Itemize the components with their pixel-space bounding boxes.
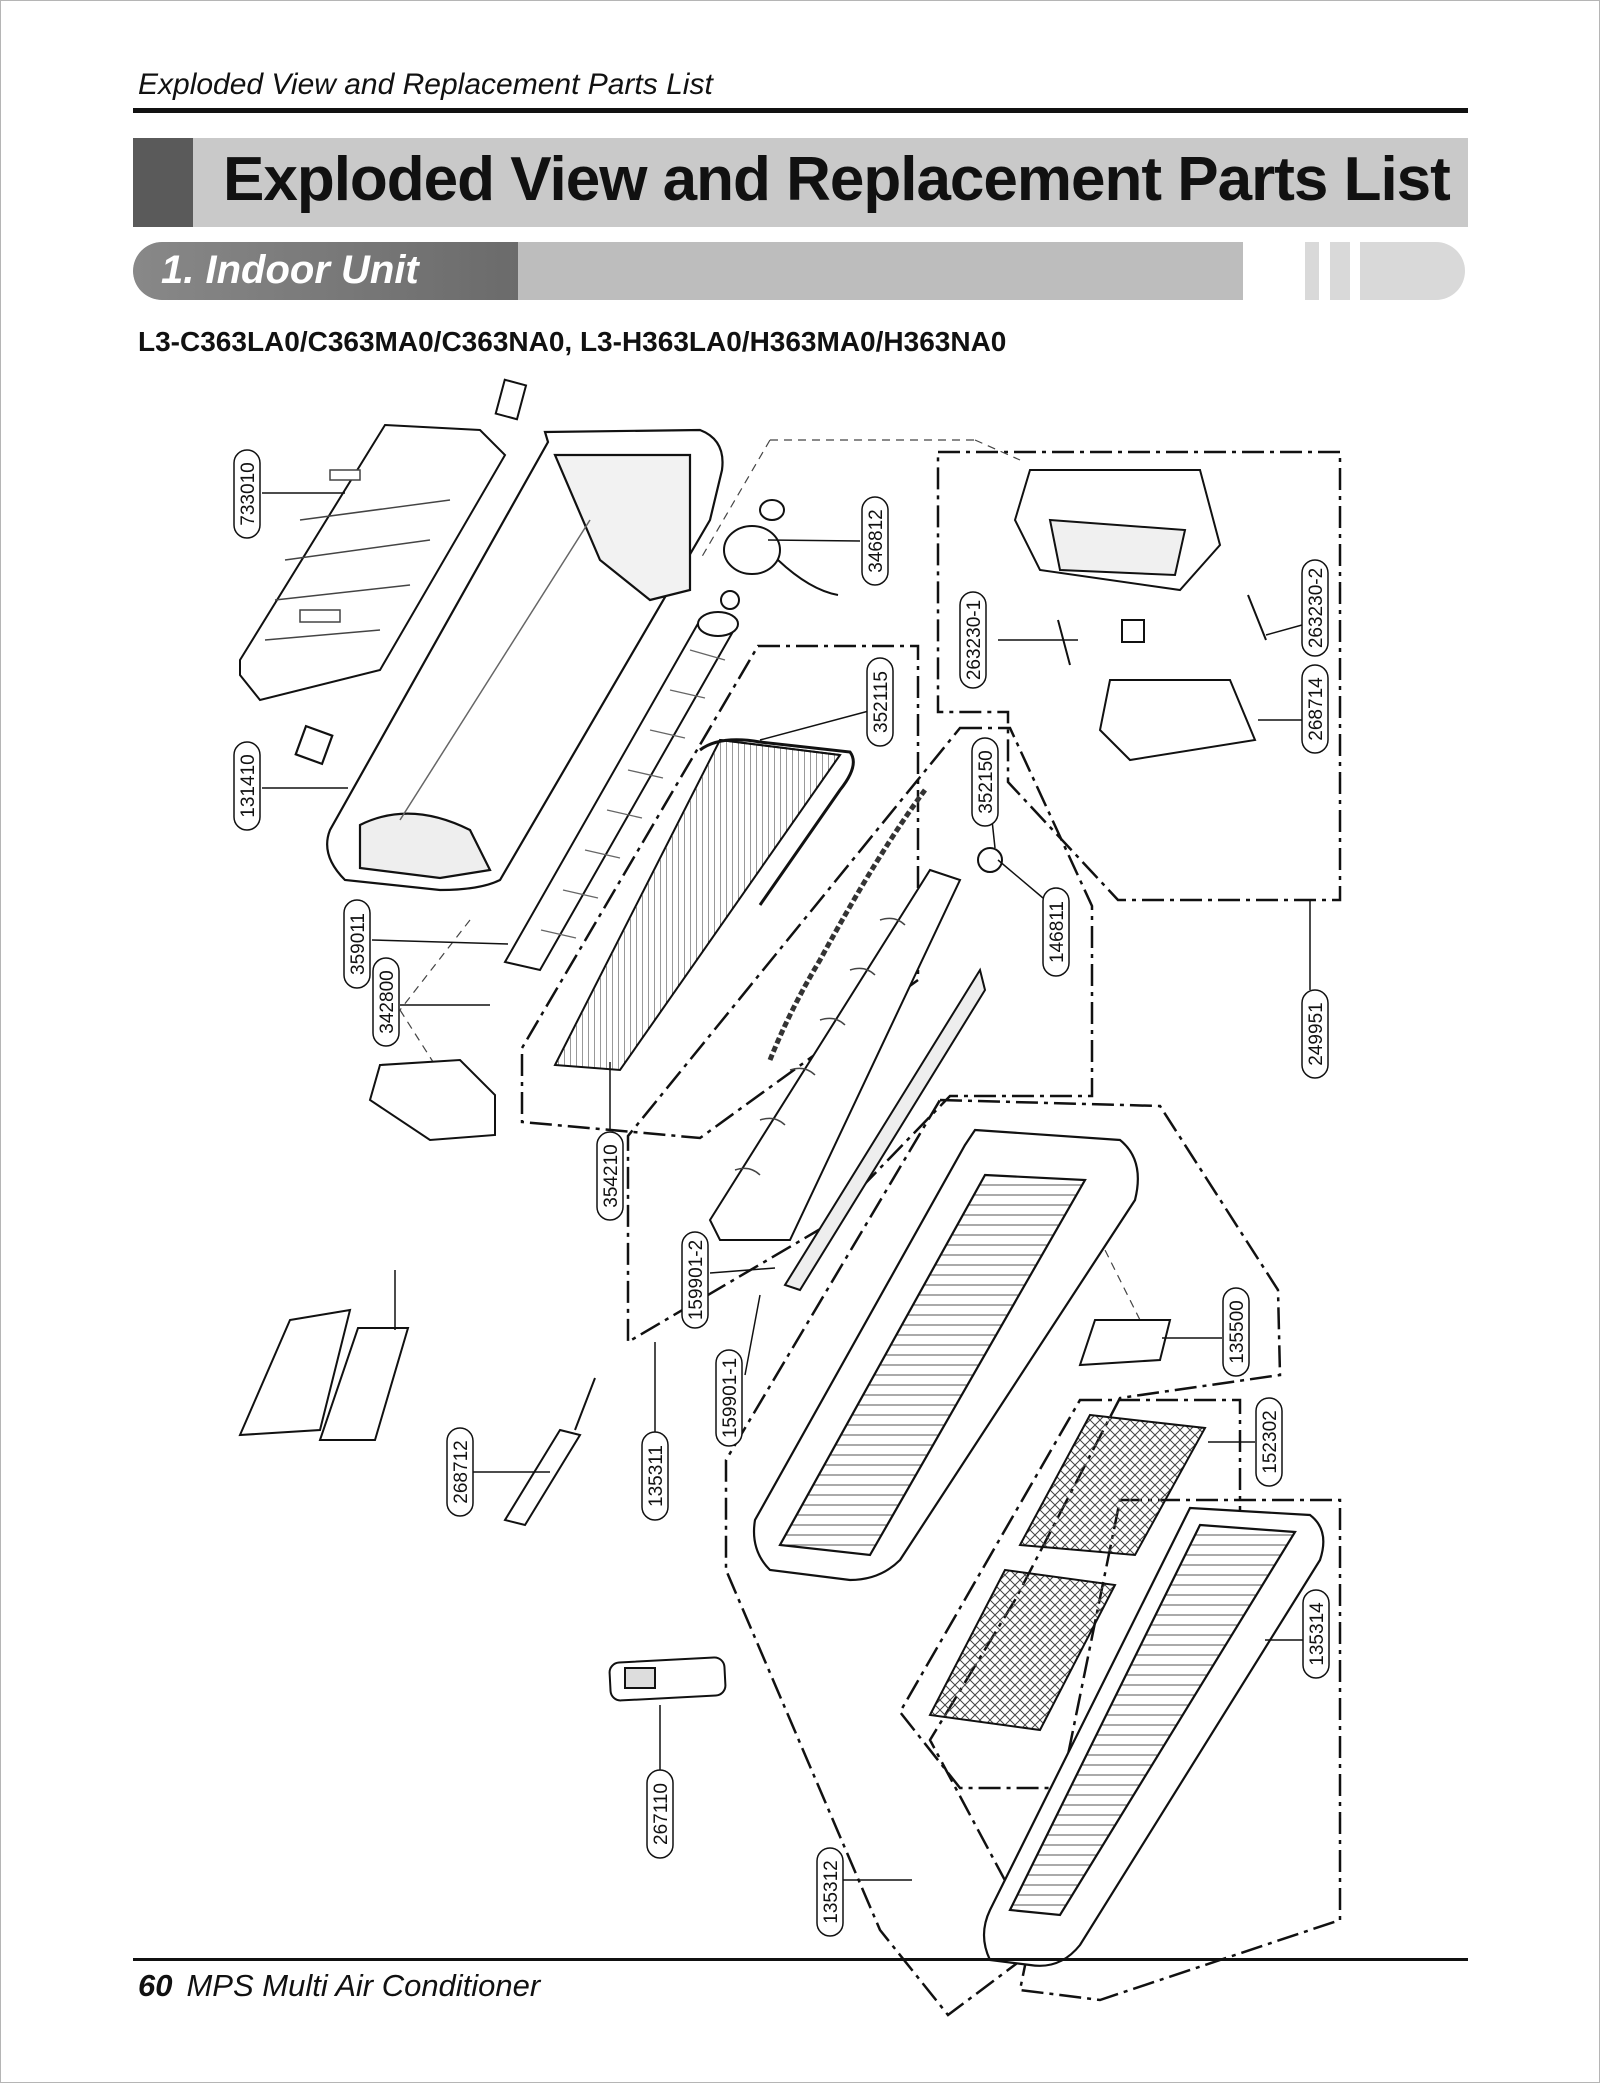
part-label-346812: 346812 [866, 509, 887, 572]
evaporator [553, 738, 855, 1072]
callout-oval-352115 [866, 657, 894, 747]
callout-oval-354210 [596, 1131, 624, 1221]
header-rule [133, 108, 1468, 113]
footer-rule [133, 1958, 1468, 1961]
callout-oval-159901-1 [715, 1349, 743, 1447]
callout-oval-267110 [646, 1769, 674, 1859]
title-tab [133, 138, 193, 227]
callout-oval-346812 [861, 496, 889, 586]
part-label-352115: 352115 [871, 671, 892, 733]
part-label-267110: 267110 [651, 1783, 672, 1845]
footer-text: MPS Multi Air Conditioner [186, 1968, 541, 2003]
page-title: Exploded View and Replacement Parts List [223, 145, 1451, 214]
part-label-268712: 268712 [451, 1440, 472, 1503]
group-outline-evaporator [520, 644, 920, 1140]
section-heading-accent [133, 242, 518, 300]
part-label-131410: 131410 [238, 754, 259, 817]
part-label-263230-1: 263230-1 [964, 600, 985, 680]
fan-motor [720, 499, 839, 610]
section-heading-label: 1. Indoor Unit [161, 248, 419, 292]
drain-pan [708, 788, 1003, 1292]
filter-holder [1078, 1319, 1172, 1367]
callout-oval-263230-1 [959, 591, 987, 689]
callout-oval-146811 [1042, 887, 1070, 977]
callout-oval-352150 [971, 737, 999, 827]
air-filter-upper [1018, 1413, 1207, 1557]
group-outline-filters [898, 1398, 1242, 1790]
callout-oval-359011 [343, 899, 371, 989]
air-guide-left [238, 1308, 410, 1441]
display-pcb [503, 1377, 596, 1527]
front-grille [982, 1506, 1325, 1967]
callout-oval-263230-2 [1301, 559, 1329, 657]
callout-oval-152302 [1255, 1397, 1283, 1487]
callout-oval-131410 [233, 741, 261, 831]
decor-bar-2 [1330, 242, 1350, 300]
part-label-352150: 352150 [976, 750, 997, 813]
callout-oval-268714 [1301, 664, 1329, 754]
group-outline-front-chassis [724, 1098, 1282, 2017]
control-box [1013, 469, 1267, 762]
callout-oval-159901-2 [681, 1231, 709, 1329]
title-bar: Exploded View and Replacement Parts List [133, 138, 1468, 227]
callout-oval-268712 [446, 1427, 474, 1517]
part-label-342800: 342800 [377, 970, 398, 1033]
section-heading: 1. Indoor Unit [133, 242, 1243, 300]
page-footer: 60 MPS Multi Air Conditioner [138, 1968, 540, 2004]
part-label-733010: 733010 [238, 462, 259, 525]
remote-controller [608, 1656, 727, 1702]
part-label-354210: 354210 [601, 1144, 622, 1207]
part-label-359011: 359011 [348, 913, 369, 975]
callout-oval-135314 [1302, 1589, 1330, 1679]
running-head: Exploded View and Replacement Parts List [138, 68, 713, 101]
part-label-135314: 135314 [1307, 1602, 1328, 1666]
part-label-159901-1: 159901-1 [720, 1358, 741, 1438]
callout-oval-249951 [1301, 989, 1329, 1079]
part-label-152302: 152302 [1260, 1410, 1281, 1473]
chassis [294, 428, 724, 892]
side-cover [368, 1058, 496, 1142]
part-label-268714: 268714 [1306, 677, 1327, 741]
callout-oval-342800 [372, 957, 400, 1047]
part-label-249951: 249951 [1306, 1002, 1327, 1065]
group-outline-drain-pan [626, 726, 1094, 1345]
part-label-135311: 135311 [646, 1445, 667, 1507]
model-numbers: L3-C363LA0/C363MA0/C363NA0, L3-H363LA0/H… [138, 326, 1007, 357]
page-number: 60 [138, 1968, 173, 2003]
part-label-159901-2: 159901-2 [686, 1240, 707, 1320]
group-outline-control-box [936, 450, 1342, 902]
callout-oval-135312 [816, 1847, 844, 1937]
installation-plate [239, 378, 528, 702]
cross-flow-fan [503, 611, 739, 972]
part-label-146811: 146811 [1047, 901, 1068, 963]
decor-bar-3 [1360, 242, 1465, 300]
decor-bar-1 [1305, 242, 1319, 300]
air-filter-lower [928, 1568, 1117, 1732]
part-label-263230-2: 263230-2 [1306, 568, 1327, 648]
part-label-135500: 135500 [1227, 1300, 1248, 1363]
part-label-135312: 135312 [821, 1860, 842, 1923]
callout-oval-135500 [1222, 1287, 1250, 1377]
callout-oval-733010 [233, 449, 261, 539]
callout-oval-135311 [641, 1431, 669, 1521]
front-chassis [752, 1128, 1139, 1582]
